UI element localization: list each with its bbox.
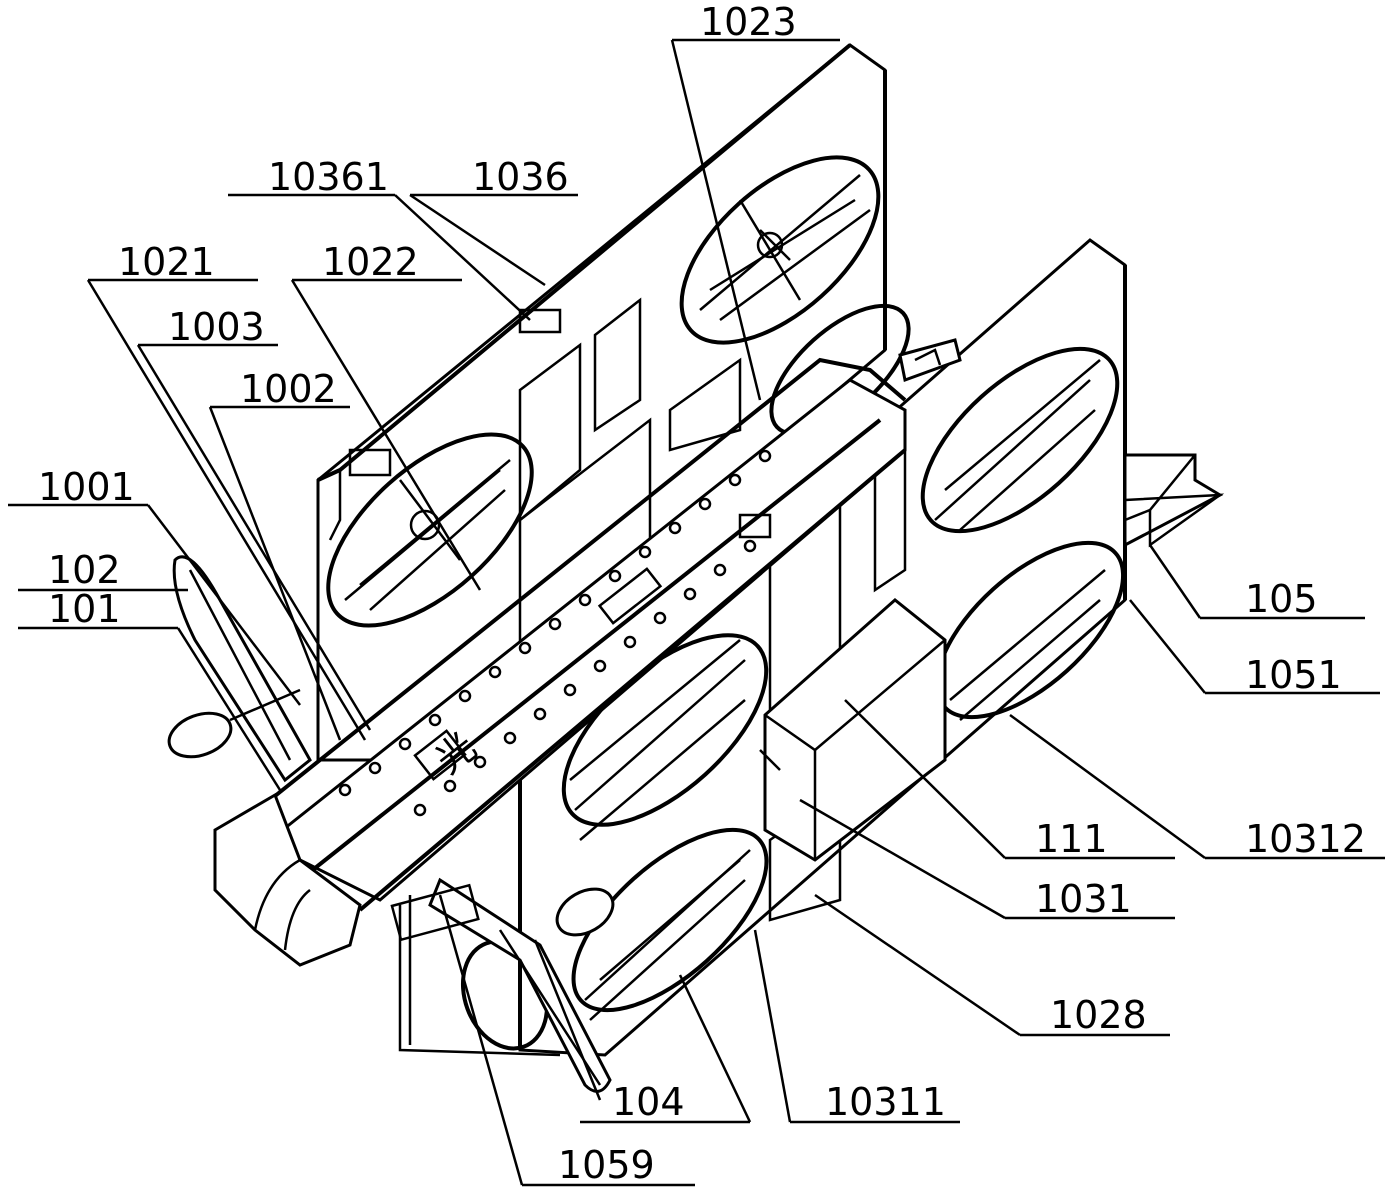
left-fins [167,555,312,783]
label-1031: 1031 [1035,877,1132,921]
label-101: 101 [48,587,121,631]
label-1002: 1002 [240,367,337,411]
block-111 [759,598,947,862]
label-1022: 1022 [322,240,419,284]
plate-105 [1123,453,1225,548]
rear-bracket [898,338,962,383]
device-drawing: 光 [167,43,1225,1093]
label-1051: 1051 [1245,653,1342,697]
label-104: 104 [612,1080,685,1124]
label-102: 102 [48,548,121,592]
label-1059: 1059 [558,1143,655,1187]
label-10312: 10312 [1245,817,1366,861]
label-1028: 1028 [1050,993,1147,1037]
label-10361: 10361 [268,155,389,199]
label-1003: 1003 [168,305,265,349]
central-body [213,357,907,967]
label-10311: 10311 [825,1080,946,1124]
label-1036: 1036 [472,155,569,199]
label-1021: 1021 [118,240,215,284]
label-111: 111 [1035,817,1108,861]
upper-panel [316,43,911,762]
label-1001: 1001 [38,465,135,509]
lower-panel [460,238,1127,1057]
callout-labels: 1023 10361 1036 1021 1022 1003 1002 1001 [8,0,1385,1187]
label-105: 105 [1245,577,1318,621]
label-1023: 1023 [700,0,797,44]
